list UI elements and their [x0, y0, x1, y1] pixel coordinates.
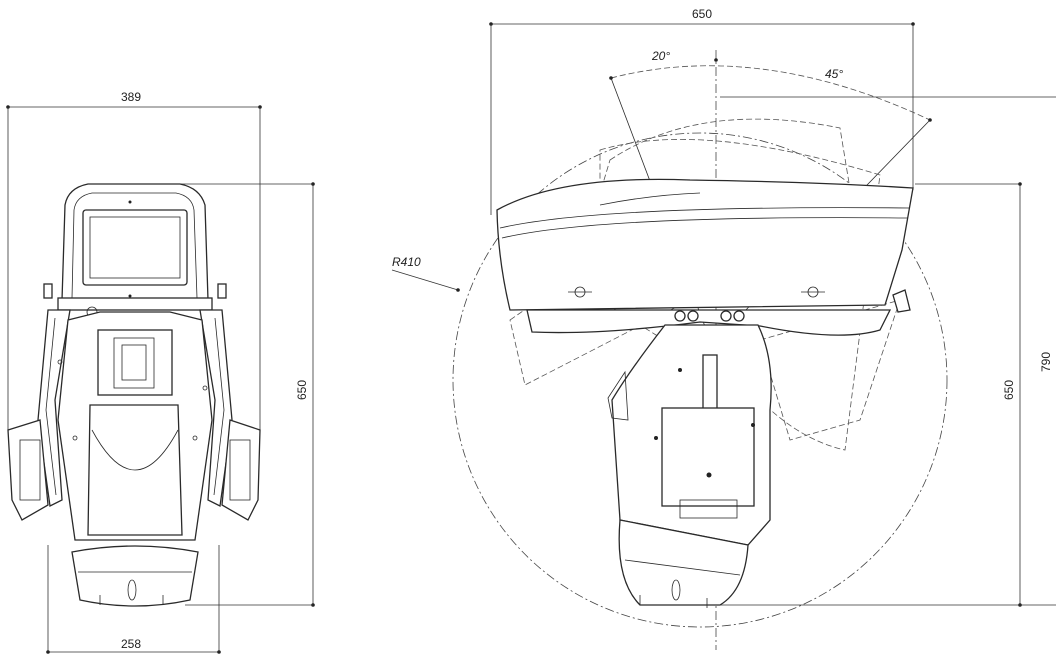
housing-tilted-up [597, 118, 861, 306]
dim-front-width-base: 258 [46, 545, 221, 654]
side-base [618, 519, 749, 606]
tilt-arc [610, 65, 931, 121]
side-motor-box [661, 407, 755, 507]
housing-screw-left [568, 286, 592, 298]
dim-radius: R410 [391, 255, 460, 292]
dim-side-height-max: 790 [720, 96, 1056, 372]
dim-side-width-top: 650 [489, 7, 915, 215]
side-housing [496, 178, 914, 311]
front-base [71, 545, 199, 607]
side-width-top-label: 650 [692, 7, 712, 21]
rotation-circle [452, 132, 948, 628]
side-height-max-label: 790 [1039, 352, 1053, 372]
radius-label: R410 [392, 255, 421, 269]
tilt-angle-small-label: 20° [651, 49, 670, 63]
side-height-label: 650 [1002, 380, 1016, 400]
housing-tilted-down [599, 139, 881, 451]
front-window [82, 209, 188, 286]
front-view: 389 258 650 [6, 90, 315, 654]
tilt-angle-large-label: 45° [825, 67, 843, 81]
dim-side-height: 650 [700, 182, 1056, 607]
front-height-label: 650 [295, 380, 309, 400]
front-width-top-label: 389 [121, 90, 141, 104]
front-width-base-label: 258 [121, 637, 141, 651]
dim-front-width-top: 389 [6, 90, 262, 430]
side-view: 650 650 790 R410 20° [391, 7, 1056, 650]
housing-screw-right [801, 286, 825, 298]
dim-front-height: 650 [180, 182, 315, 607]
